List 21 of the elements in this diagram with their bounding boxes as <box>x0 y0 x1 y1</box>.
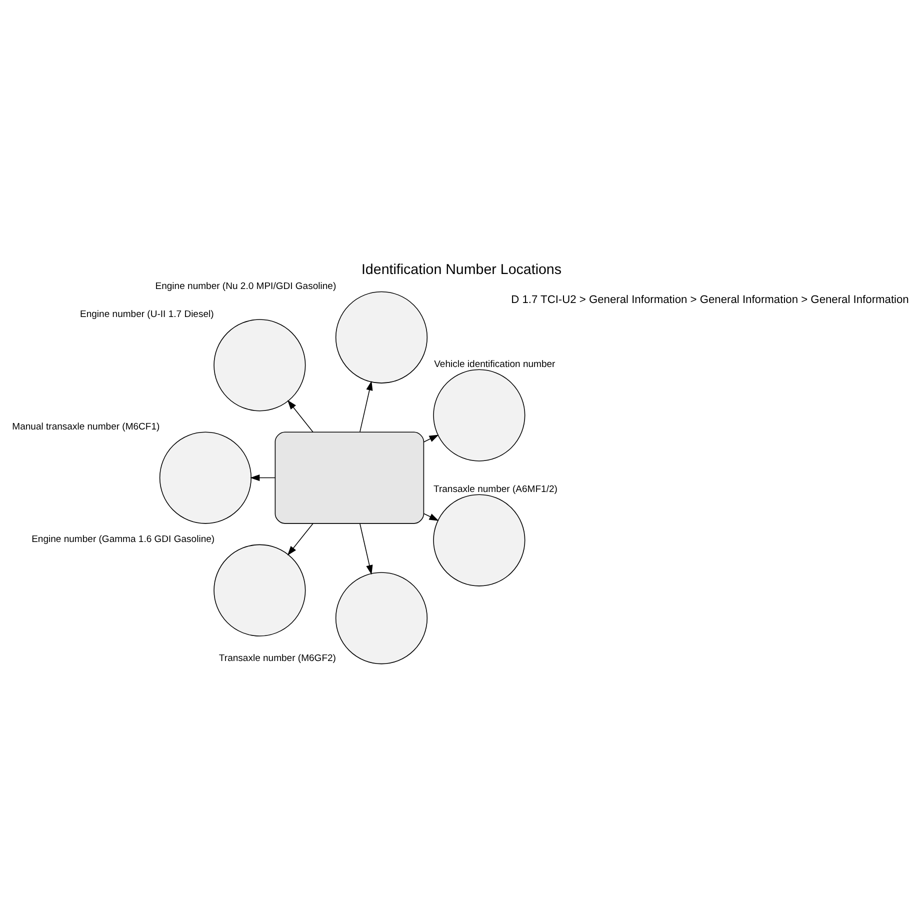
node-label: Engine number (U-II 1.7 Diesel) <box>80 308 214 320</box>
node-circle <box>335 572 428 664</box>
node-label: Engine number (Gamma 1.6 GDI Gasoline) <box>32 534 215 545</box>
arrow <box>287 400 314 432</box>
node-label: Transaxle number (M6GF2) <box>218 653 336 664</box>
node-circle <box>433 494 526 586</box>
arrow <box>287 523 314 556</box>
label: D 1.7 TCI-U2 > General Information > General Information > General Information <box>511 294 909 306</box>
arrow <box>360 380 373 432</box>
diagram-title: Identification Number Locations <box>361 262 562 278</box>
node-label: Engine number (Nu 2.0 MPI/GDI Gasoline) <box>155 281 336 292</box>
node-circle <box>335 291 428 384</box>
node-label: Manual transaxle number (M6CF1) <box>12 421 160 432</box>
node-box <box>274 432 424 524</box>
arrow <box>360 523 373 575</box>
node-label: Vehicle identification number <box>434 358 556 370</box>
node-circle <box>159 432 252 524</box>
node-label: Transaxle number (A6MF1/2) <box>434 484 558 495</box>
arrow <box>423 434 439 442</box>
arrow <box>250 474 276 482</box>
node-circle <box>433 369 526 462</box>
